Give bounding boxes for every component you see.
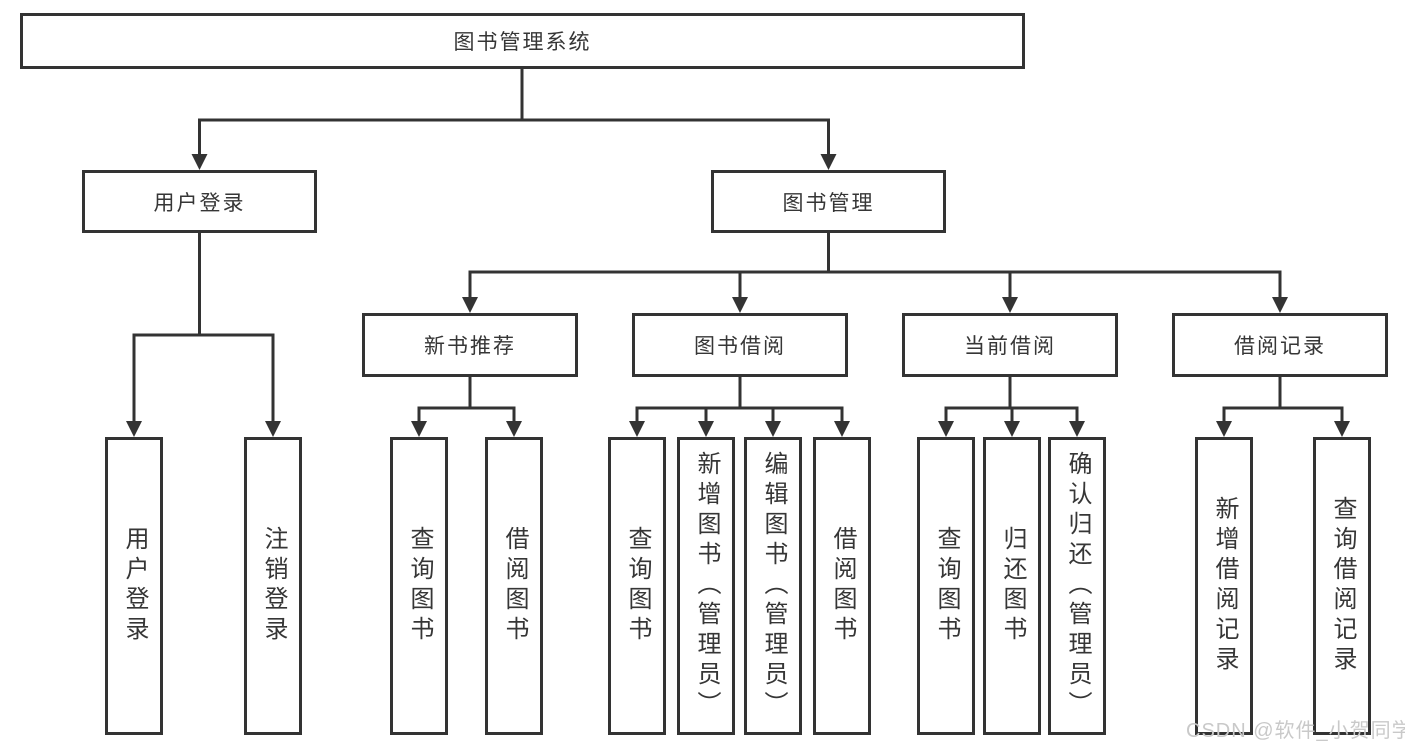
leaf-logout: 注销登录 <box>244 437 302 735</box>
leaf-borrow-books-recommend-label: 借阅图书 <box>501 526 528 646</box>
leaf-return-book-label: 归还图书 <box>999 526 1026 646</box>
node-book-borrow: 图书借阅 <box>632 313 848 377</box>
node-current-borrow-label: 当前借阅 <box>964 335 1056 358</box>
leaf-edit-book-admin-label: 编辑图书（管理员） <box>760 451 787 721</box>
node-book-management-label: 图书管理 <box>782 191 875 215</box>
node-system-root-label: 图书管理系统 <box>453 31 592 54</box>
node-system-root: 图书管理系统 <box>20 13 1025 69</box>
arrowheads <box>126 154 1350 437</box>
leaf-add-book-admin-label: 新增图书（管理员） <box>693 451 720 721</box>
node-new-book-recommend: 新书推荐 <box>362 313 578 377</box>
leaf-query-borrow-record-label: 查询借阅记录 <box>1329 496 1356 676</box>
node-borrow-records-label: 借阅记录 <box>1234 335 1326 358</box>
leaf-query-books-recommend: 查询图书 <box>390 437 448 735</box>
leaf-query-books-current: 查询图书 <box>917 437 975 735</box>
node-book-management: 图书管理 <box>711 170 946 233</box>
leaf-add-borrow-record: 新增借阅记录 <box>1195 437 1253 735</box>
leaf-return-book: 归还图书 <box>983 437 1041 735</box>
leaf-query-books-borrow-label: 查询图书 <box>624 526 651 646</box>
csdn-watermark: CSDN @软件_小贺同学 <box>1186 720 1405 742</box>
node-borrow-records: 借阅记录 <box>1172 313 1388 377</box>
node-current-borrow: 当前借阅 <box>902 313 1118 377</box>
leaf-confirm-return-admin-label: 确认归还（管理员） <box>1064 451 1091 721</box>
leaf-edit-book-admin: 编辑图书（管理员） <box>744 437 802 735</box>
node-new-book-recommend-label: 新书推荐 <box>424 335 516 358</box>
leaf-user-login-label: 用户登录 <box>121 526 148 646</box>
leaf-query-borrow-record: 查询借阅记录 <box>1313 437 1371 735</box>
node-book-borrow-label: 图书借阅 <box>694 335 786 358</box>
leaf-query-books-recommend-label: 查询图书 <box>406 526 433 646</box>
node-user-login-label: 用户登录 <box>153 191 246 215</box>
leaf-add-borrow-record-label: 新增借阅记录 <box>1211 496 1238 676</box>
node-user-login: 用户登录 <box>82 170 317 233</box>
leaf-logout-label: 注销登录 <box>260 526 287 646</box>
leaf-query-books-current-label: 查询图书 <box>933 526 960 646</box>
leaf-borrow-books-label: 借阅图书 <box>829 526 856 646</box>
leaf-add-book-admin: 新增图书（管理员） <box>677 437 735 735</box>
leaf-borrow-books: 借阅图书 <box>813 437 871 735</box>
leaf-user-login: 用户登录 <box>105 437 163 735</box>
leaf-confirm-return-admin: 确认归还（管理员） <box>1048 437 1106 735</box>
leaf-borrow-books-recommend: 借阅图书 <box>485 437 543 735</box>
leaf-query-books-borrow: 查询图书 <box>608 437 666 735</box>
